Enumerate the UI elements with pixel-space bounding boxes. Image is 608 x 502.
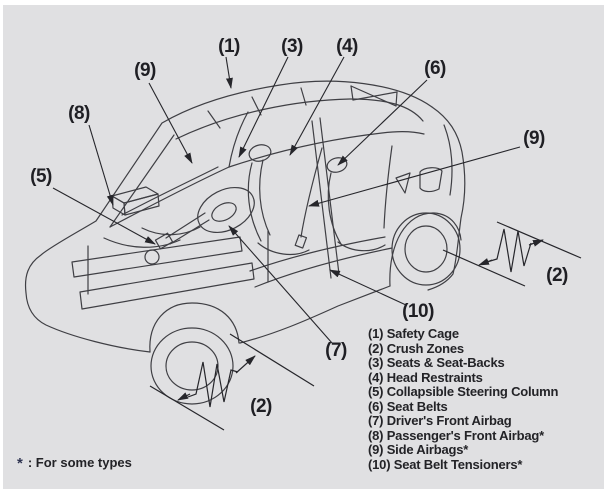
- callout-label-2-front: (2): [250, 396, 272, 417]
- callout-label-3: (3): [281, 36, 303, 57]
- legend-item-10: (10) Seat Belt Tensioners*: [368, 456, 523, 472]
- legend-item-6: (6) Seat Belts: [368, 398, 448, 414]
- callout-label-9-right: (9): [523, 128, 545, 149]
- crush-zone-symbol-right: [442, 221, 582, 287]
- seat-belts: [294, 145, 393, 249]
- leader-line-4: [289, 56, 345, 156]
- legend-item-3: (3) Seats & Seat-Backs: [368, 355, 505, 370]
- roof-safety-cage: [175, 85, 424, 140]
- car-body-outline: [24, 80, 466, 353]
- callout-label-4: (4): [336, 36, 358, 57]
- legend-item-1: (1) Safety Cage: [368, 326, 459, 341]
- front-frame-and-bumper: [71, 230, 269, 310]
- b-pillar-and-windows: [311, 117, 443, 279]
- callout-label-5: (5): [30, 166, 52, 187]
- crush-zone-symbol-front: [149, 333, 315, 431]
- legend-item-9: (9) Side Airbags*: [368, 442, 469, 457]
- leader-line-9-left: [148, 82, 193, 164]
- seats: [247, 144, 386, 256]
- asterisk-symbol: *: [17, 455, 23, 472]
- leader-line-10: [329, 269, 407, 306]
- legend-item-5: (5) Collapsible Steering Column: [368, 384, 559, 399]
- leader-line-8: [88, 124, 114, 206]
- leader-line-9-right: [308, 146, 521, 207]
- callout-label-2-right: (2): [546, 265, 568, 286]
- legend-item-2: (2) Crush Zones: [368, 340, 464, 356]
- leader-line-5: [52, 187, 156, 245]
- leader-line-6: [337, 79, 428, 166]
- callout-label-9-left: (9): [134, 60, 156, 81]
- leader-line-3: [238, 56, 289, 158]
- footnote: * : For some types: [17, 455, 132, 472]
- legend-item-8: (8) Passenger's Front Airbag*: [368, 427, 544, 443]
- callout-label-8: (8): [68, 103, 90, 124]
- floor-lines: [249, 236, 393, 288]
- legend-item-7: (7) Driver's Front Airbag: [368, 413, 512, 428]
- leader-line-1: [225, 56, 233, 89]
- windshield-and-cowl: [103, 111, 249, 248]
- wheels: [150, 212, 461, 405]
- legend-item-4: (4) Head Restraints: [368, 369, 483, 385]
- leader-line-7: [228, 225, 333, 344]
- steering-wheel-and-column: [154, 186, 255, 250]
- callout-label-10: (10): [402, 301, 434, 322]
- callout-label-7: (7): [325, 340, 347, 361]
- callout-label-1: (1): [218, 36, 240, 57]
- callout-label-6: (6): [424, 58, 446, 79]
- legend-list: (1) Safety Cage (2) Crush Zones (3) Seat…: [368, 326, 559, 472]
- footnote-text: : For some types: [27, 455, 132, 470]
